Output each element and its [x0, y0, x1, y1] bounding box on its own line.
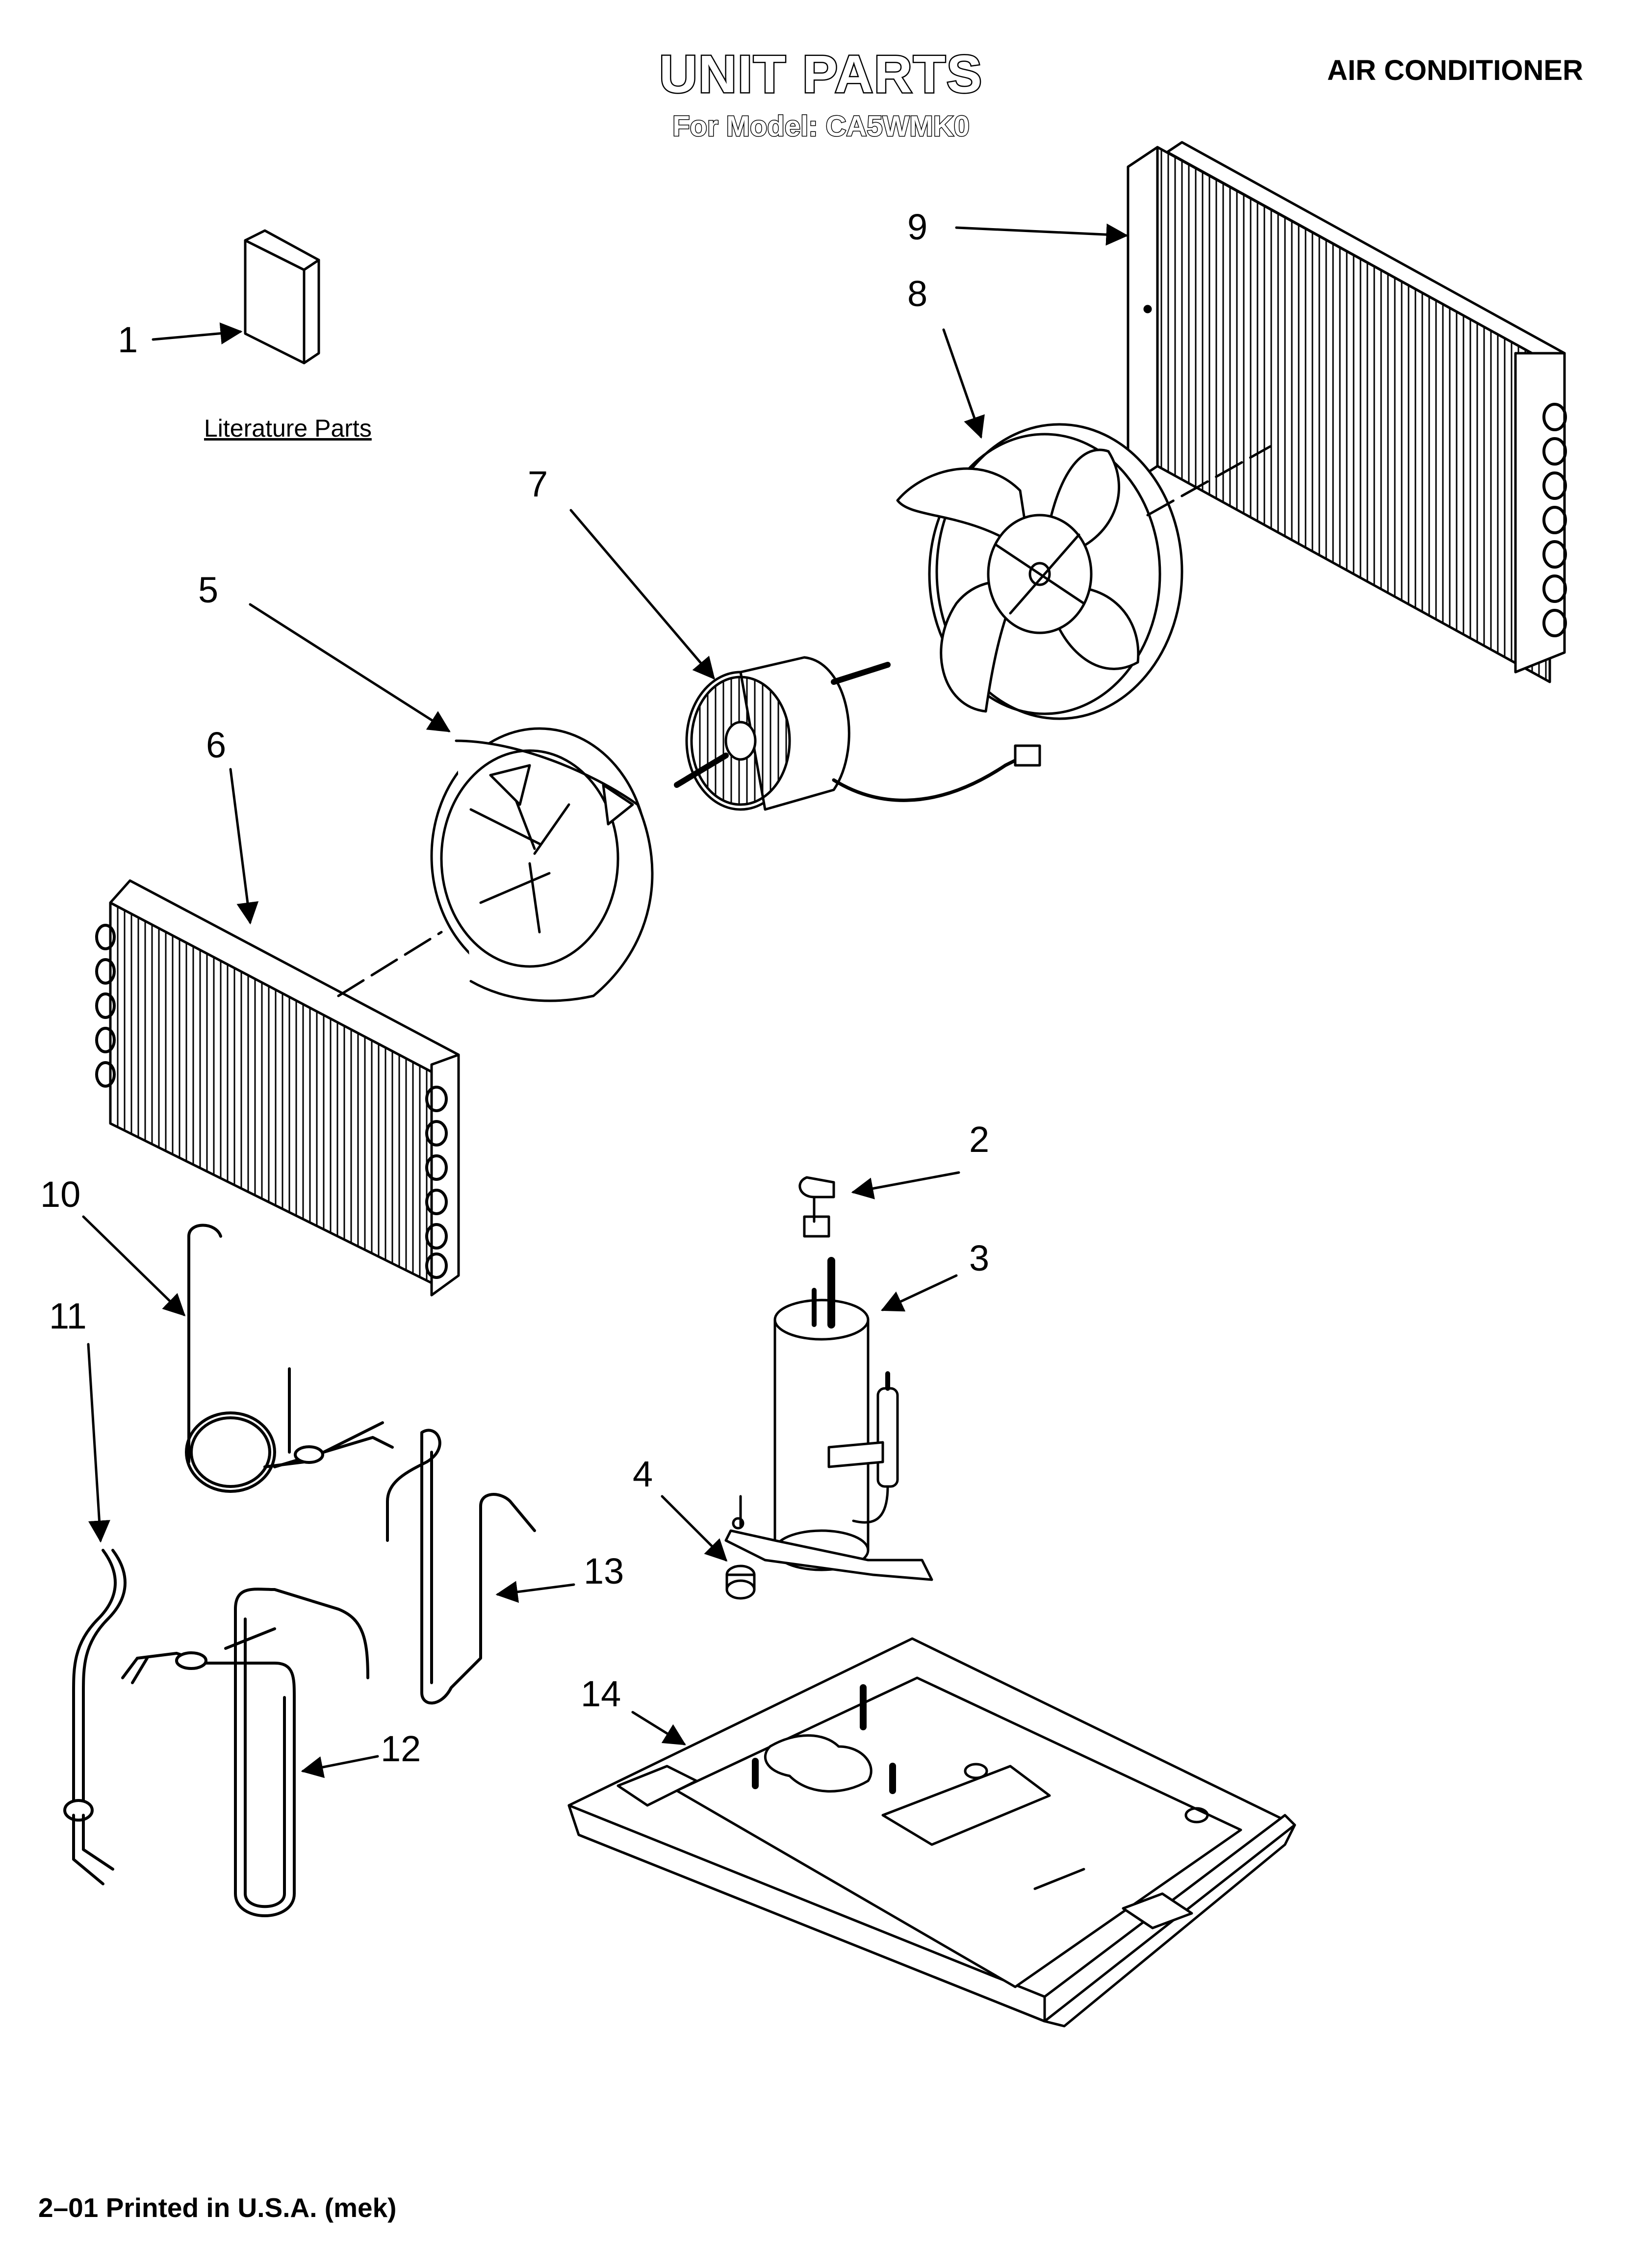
compressor [724, 1257, 933, 1581]
leader-7 [569, 509, 715, 680]
leader-6 [229, 768, 259, 925]
leader-11 [87, 1343, 110, 1543]
callout-8: 8 [907, 273, 928, 314]
capillary-tube-assembly [185, 1224, 394, 1493]
blower-wheel [430, 727, 654, 1002]
evaporator-coil [95, 879, 460, 1297]
fan-motor [674, 656, 1041, 811]
callout-4: 4 [633, 1454, 653, 1494]
leader-8 [942, 328, 985, 439]
leader-3 [880, 1274, 958, 1312]
callout-11: 11 [49, 1296, 87, 1336]
leader-2 [851, 1171, 960, 1199]
category-label: AIR CONDITIONER [1327, 54, 1583, 86]
leader-4 [661, 1495, 728, 1562]
overload-protector [798, 1176, 835, 1238]
literature-booklet [244, 229, 320, 365]
callout-10: 10 [40, 1174, 81, 1215]
leader-9 [955, 223, 1129, 246]
callout-1: 1 [118, 319, 138, 360]
page-title: UNIT PARTS [658, 43, 983, 105]
tube-13 [386, 1429, 536, 1705]
condenser-fan-blade [896, 423, 1183, 720]
leader-5 [249, 603, 451, 732]
leader-13 [495, 1581, 575, 1603]
literature-parts-label: Literature Parts [204, 415, 372, 442]
tube-11 [63, 1549, 127, 1885]
leader-12 [301, 1755, 379, 1778]
callout-2: 2 [969, 1119, 990, 1160]
leader-14 [631, 1711, 686, 1746]
axis-line-front [337, 931, 443, 997]
callout-5: 5 [198, 570, 219, 610]
callout-7: 7 [528, 464, 548, 504]
callout-13: 13 [584, 1551, 624, 1591]
tube-12 [121, 1588, 369, 1917]
base-pan [567, 1637, 1296, 2028]
condenser-coil [1127, 141, 1567, 683]
callout-9: 9 [907, 207, 928, 247]
grommet [725, 1564, 756, 1600]
model-subtitle: For Model: CA5WMK0 [672, 110, 971, 143]
callout-12: 12 [381, 1728, 421, 1769]
leader-10 [82, 1215, 186, 1317]
leader-1 [152, 322, 243, 345]
print-footer: 2–01 Printed in U.S.A. (mek) [38, 2192, 397, 2223]
axis-line-rear [1146, 445, 1272, 517]
callout-3: 3 [969, 1238, 990, 1278]
callout-6: 6 [206, 725, 227, 765]
callout-14: 14 [581, 1673, 621, 1714]
